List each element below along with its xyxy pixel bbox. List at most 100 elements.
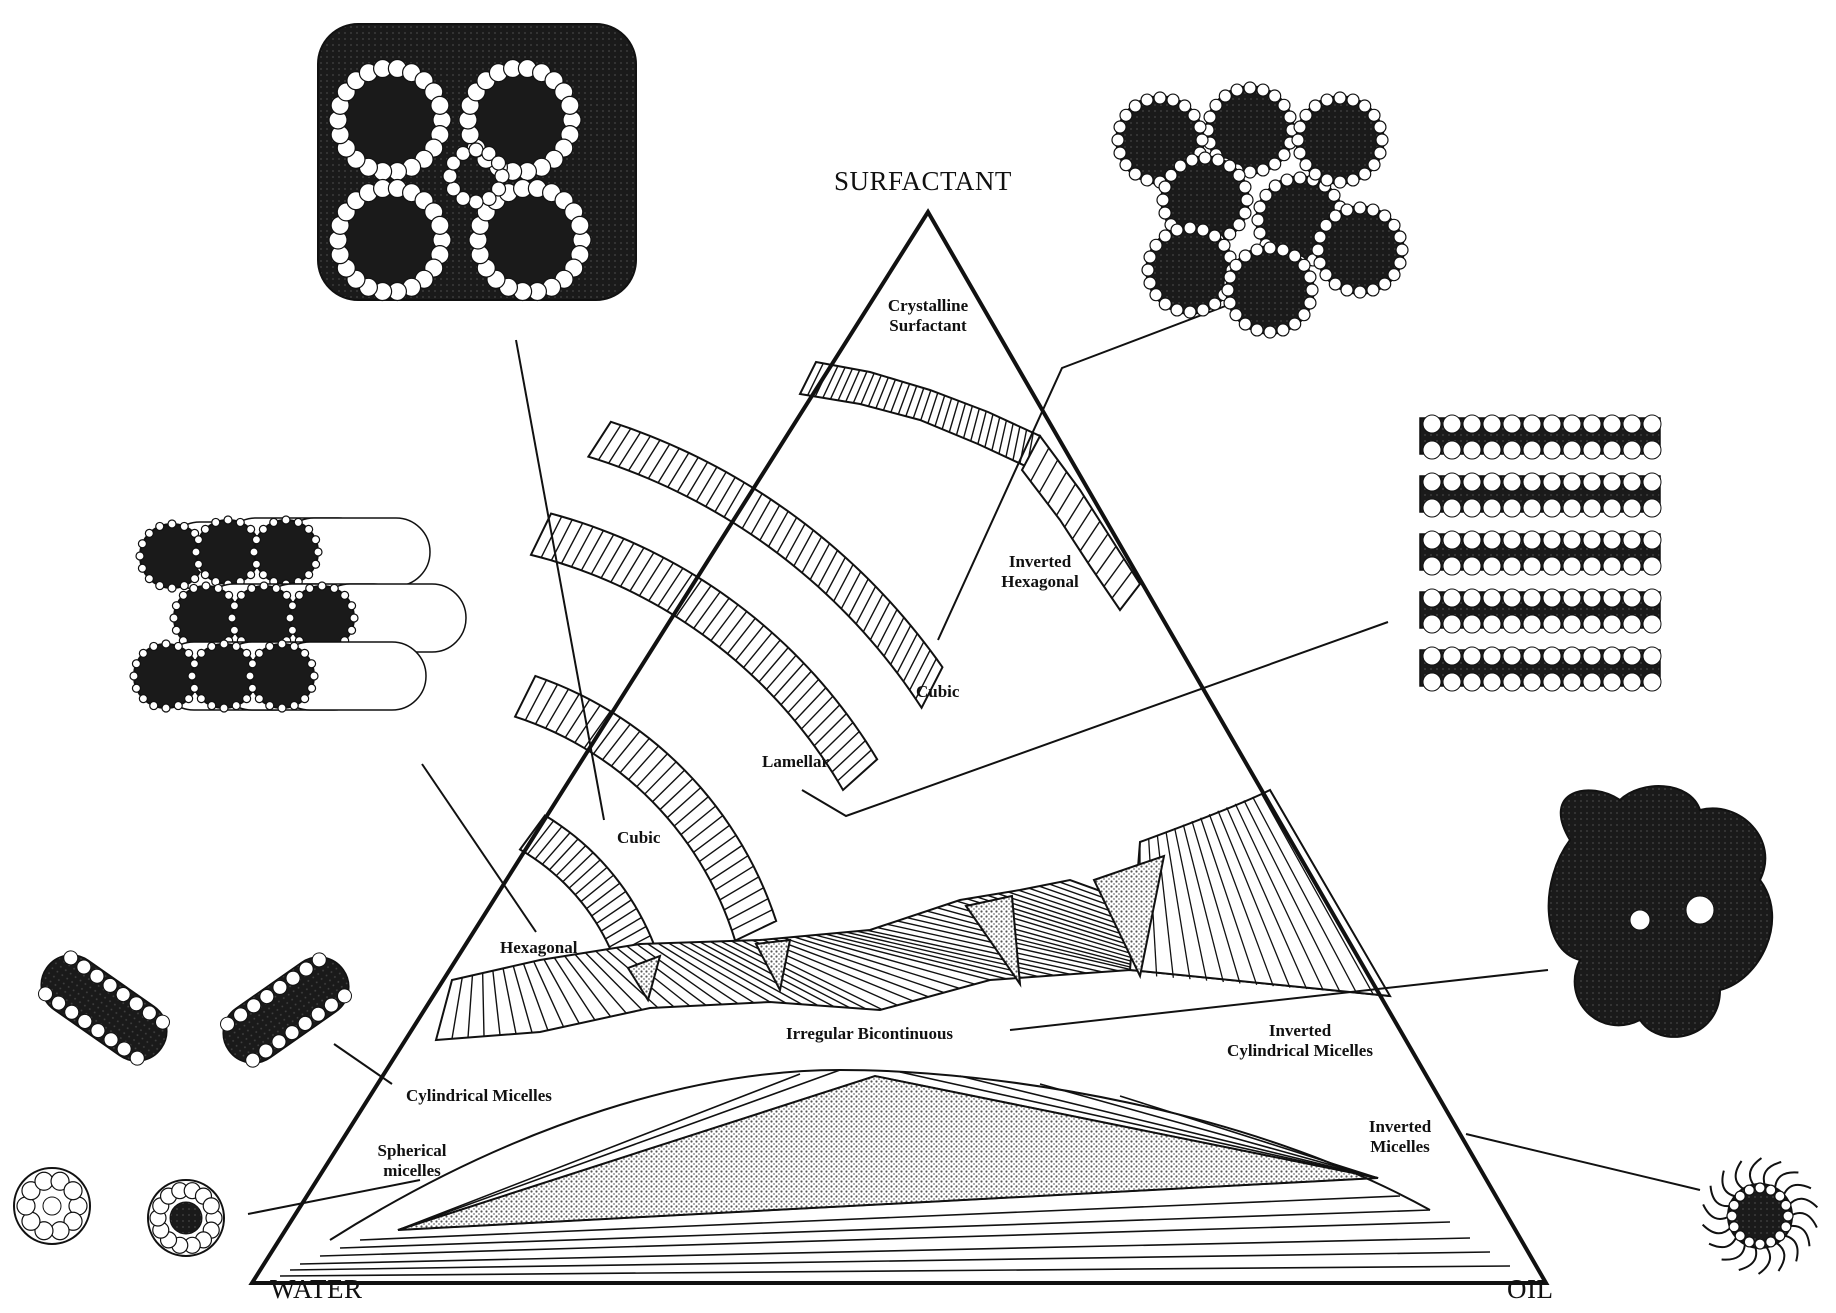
bead [248,584,256,592]
head-group [1423,531,1441,549]
bead [232,702,240,710]
bead [1184,222,1196,234]
bead [1120,109,1132,121]
head-group [1443,589,1461,607]
bead [469,195,483,209]
inverted-micelle-ball [1226,246,1314,334]
head-group [1463,673,1481,691]
head-group [1623,647,1641,665]
bead [1224,297,1236,309]
bead [1120,159,1132,171]
tail [1775,1172,1798,1190]
bead [1269,158,1281,170]
bead [1781,1222,1791,1232]
bead [168,584,176,592]
bead [1159,181,1171,193]
bead [1239,318,1251,330]
head-group [1523,499,1541,517]
bead [162,704,170,712]
bead [1159,298,1171,310]
cylindrical-micelle [211,945,360,1074]
tail [1788,1199,1817,1208]
bead [255,649,263,657]
bead [1239,181,1251,193]
head-group [1563,441,1581,459]
bead [1196,134,1208,146]
bead [150,642,158,650]
region-label-irregular-bicontinuous: Irregular Bicontinuous [786,1024,953,1044]
bead [1159,207,1171,219]
bead [214,584,222,592]
bead [1376,134,1388,146]
bead [168,520,176,528]
bead [495,169,509,183]
bead [1367,284,1379,296]
bead [150,702,158,710]
bead [252,536,260,544]
head-group [1603,647,1621,665]
head-group [1643,589,1661,607]
tail [1711,1186,1732,1206]
region-label-inverted-cylindrical-micelles: Inverted Cylindrical Micelles [1190,1021,1410,1060]
bead [308,660,316,668]
bead [180,582,188,590]
bead [220,640,228,648]
bead [208,702,216,710]
bead [1188,109,1200,121]
head-group [1463,615,1481,633]
vertex-label-surfactant: SURFACTANT [834,166,1012,197]
bead [35,1172,53,1190]
micelle-rod [211,945,360,1074]
bead [1294,121,1306,133]
head-group [1603,557,1621,575]
bead [286,614,294,622]
head-group [1623,531,1641,549]
head-group [1503,673,1521,691]
head-group [1503,557,1521,575]
head-group [1583,647,1601,665]
bead [174,702,182,710]
head-group [1563,473,1581,491]
bead [1766,1237,1776,1247]
head-group [1463,589,1481,607]
head-group [1623,473,1641,491]
bead [1328,189,1340,201]
head-group [1623,673,1641,691]
head-group [1583,531,1601,549]
bead [1269,90,1281,102]
head-group [1523,647,1541,665]
bead [1314,231,1326,243]
inverted-micelle-ball [1146,226,1234,314]
bead [1329,210,1341,222]
bead [236,518,244,526]
bead [348,626,356,634]
region-label-inverted-micelles: Inverted Micelles [1340,1117,1460,1156]
bead [1194,121,1206,133]
head-group [1423,615,1441,633]
bead [172,602,180,610]
head-group [1543,499,1561,517]
bead [1159,230,1171,242]
head-group [1643,473,1661,491]
bead [145,575,153,583]
bead [1304,271,1316,283]
bead [170,614,178,622]
head-group [1603,415,1621,433]
bead [330,584,338,592]
channel-hole [1686,896,1714,924]
bead [1186,154,1198,166]
bead [318,582,326,590]
bead [1775,1231,1785,1241]
bead [243,649,251,657]
bead [446,182,460,196]
bead [1129,100,1141,112]
head-group [1623,557,1641,575]
bead [456,146,470,160]
tail [1739,1246,1756,1270]
bead [1241,194,1253,206]
bead [1204,111,1216,123]
bead [1112,134,1124,146]
head-group [1583,615,1601,633]
inverted-micelle-ball [1296,96,1384,184]
bead [431,216,449,234]
